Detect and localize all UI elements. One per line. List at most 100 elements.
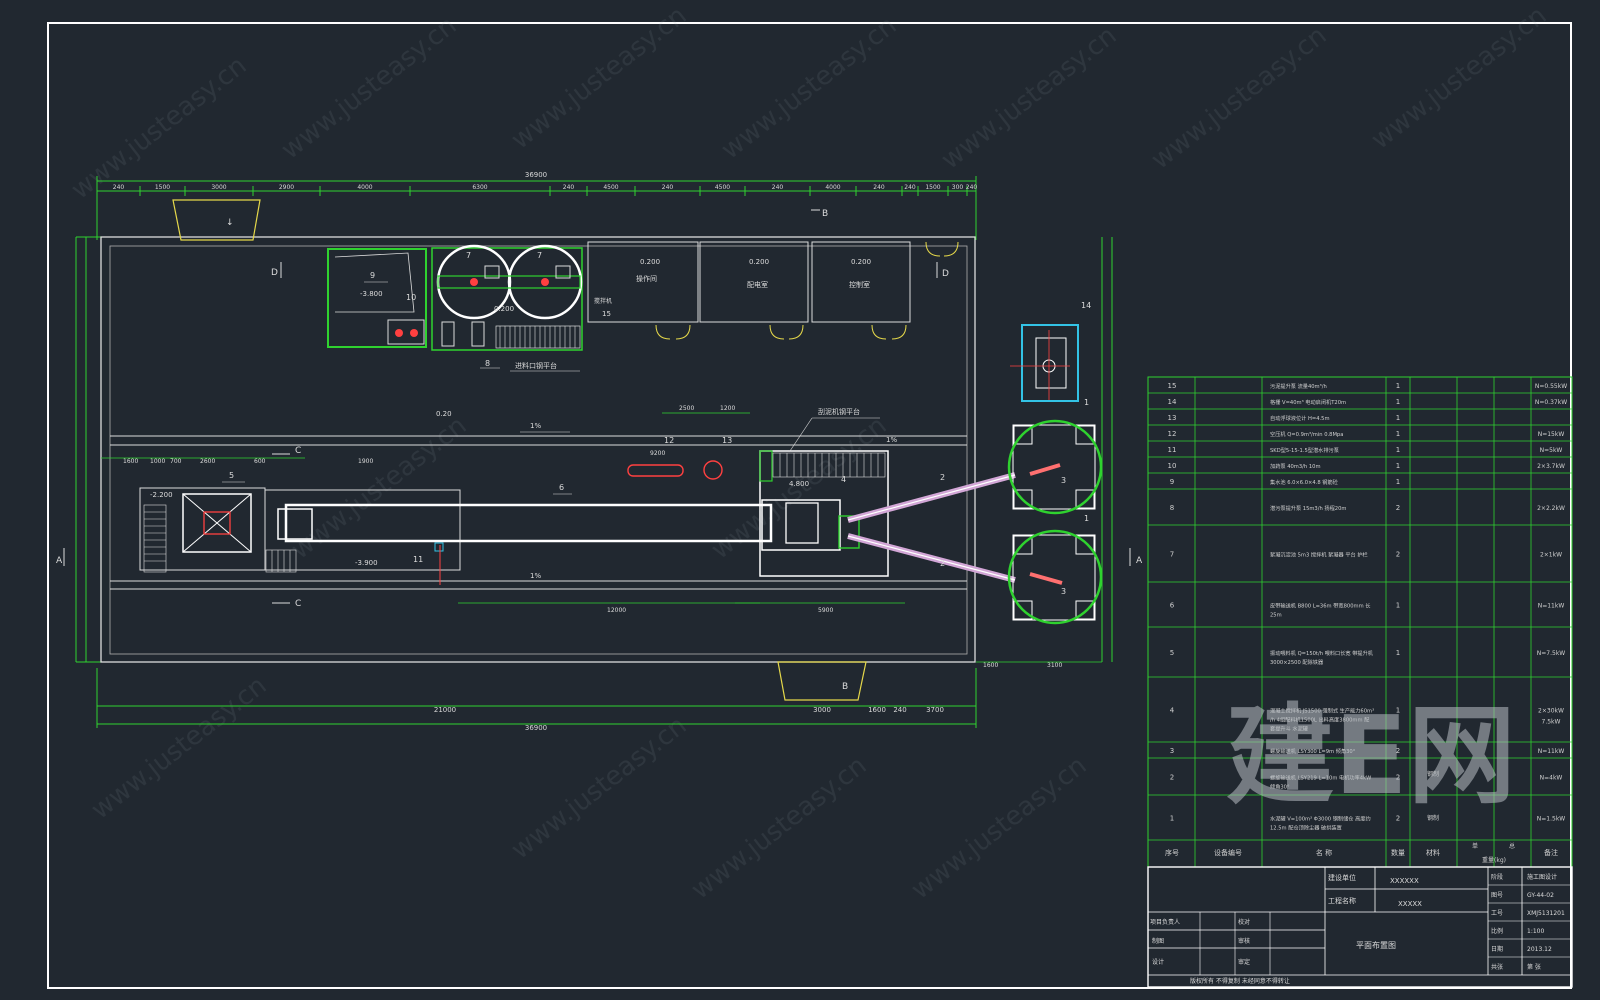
tb-value: 1:100 bbox=[1527, 928, 1544, 935]
table-header-cell: 名 称 bbox=[1316, 848, 1332, 857]
dim-2500: 2500 bbox=[679, 405, 694, 412]
section-marker-c-top: C bbox=[295, 446, 301, 456]
label-15: 15 bbox=[602, 310, 611, 318]
table-cell-qty: 1 bbox=[1396, 478, 1400, 486]
slope-2: 1% bbox=[530, 572, 541, 580]
label-7b: 7 bbox=[537, 251, 542, 260]
label-5: 5 bbox=[229, 471, 234, 480]
tb-copyright: 版权所有 不得复制 未经同意不得转让 bbox=[1190, 977, 1290, 985]
table-cell-no: 10 bbox=[1168, 462, 1177, 470]
table-cell-power: N=11kW bbox=[1538, 603, 1565, 610]
table-cell-power: 2×2.2kW bbox=[1537, 505, 1565, 512]
top-dim-label: 4000 bbox=[825, 184, 840, 191]
doors bbox=[655, 241, 959, 340]
tb-key: 比例 bbox=[1491, 927, 1503, 935]
dim-5900: 5900 bbox=[818, 607, 833, 614]
tb-signer-role-1: 制图 bbox=[1152, 937, 1164, 945]
dim-1600-right: 1600 bbox=[983, 662, 998, 669]
watermark-text: www.justeasy.cn bbox=[86, 671, 273, 826]
table-cell-no: 9 bbox=[1170, 478, 1174, 486]
label-2a: 2 bbox=[940, 473, 945, 482]
table-cell-desc-cont: 倾角30° bbox=[1270, 783, 1290, 791]
top-dim-label: 240 bbox=[966, 184, 978, 191]
collection-tank-room bbox=[327, 248, 427, 348]
bottom-loading-door bbox=[777, 661, 867, 701]
label-2b: 2 bbox=[940, 559, 945, 568]
tb-signer-role-0: 项目负责人 bbox=[1150, 918, 1180, 926]
table-cell-no: 5 bbox=[1170, 649, 1174, 657]
slope-1: 1% bbox=[530, 422, 541, 430]
section-marker-b-bottom: B bbox=[842, 682, 848, 692]
conveyor-belt-line bbox=[284, 503, 773, 543]
table-header-cell: 序号 bbox=[1165, 848, 1179, 857]
bottom-dimension-chain bbox=[96, 668, 977, 728]
top-dim-label: 4500 bbox=[715, 184, 730, 191]
top-dim-label: 3000 bbox=[211, 184, 226, 191]
tb-drawing-title: 平面布置图 bbox=[1356, 940, 1396, 950]
belt-conveyor bbox=[264, 489, 461, 571]
sheet-border bbox=[47, 22, 1572, 989]
top-loading-door bbox=[172, 199, 261, 241]
dim-3100: 3100 bbox=[1047, 662, 1062, 669]
table-cell-power: 2×3.7kW bbox=[1537, 463, 1565, 470]
label-11: 11 bbox=[413, 555, 423, 564]
tb-value: XMJ5131201 bbox=[1527, 910, 1565, 917]
dim-9200: 9200 bbox=[650, 450, 665, 457]
top-room-partitions bbox=[587, 241, 911, 323]
watermark-text: www.justeasy.cn bbox=[286, 411, 473, 566]
elev-platform: 0.200 bbox=[494, 305, 514, 313]
bottom-dim-3000: 3000 bbox=[813, 706, 831, 714]
vibrating-feeder bbox=[182, 493, 252, 553]
table-cell-power: N=11kW bbox=[1538, 748, 1565, 755]
tb-key: 共张 bbox=[1491, 963, 1503, 971]
tb-key: 阶段 bbox=[1491, 873, 1503, 881]
table-header-cell: 备注 bbox=[1544, 848, 1558, 857]
level-sensor bbox=[703, 460, 723, 480]
elev-mixer: 4.800 bbox=[789, 480, 809, 488]
label-10: 10 bbox=[406, 293, 416, 302]
section-marker-d-right: D bbox=[942, 269, 949, 279]
watermark-text: www.justeasy.cn bbox=[276, 11, 463, 166]
elev-room-2: 0.200 bbox=[749, 258, 769, 266]
table-cell-power: 7.5kW bbox=[1542, 719, 1561, 726]
table-cell-no: 3 bbox=[1170, 747, 1174, 755]
table-cell-power: N=4kW bbox=[1540, 775, 1563, 782]
table-header-weight: 重量(kg) bbox=[1482, 856, 1506, 864]
table-header-cell: 材料 bbox=[1426, 848, 1440, 857]
table-cell-qty: 2 bbox=[1396, 504, 1400, 512]
note-mixer: 搅拌机 bbox=[594, 297, 612, 305]
watermark-text: www.justeasy.cn bbox=[906, 751, 1093, 906]
label-14: 14 bbox=[1081, 301, 1091, 310]
tb-value: 第 张 bbox=[1527, 963, 1541, 971]
tb-signer-role2-1: 审核 bbox=[1238, 937, 1250, 945]
table-cell-desc: 格栅 V=40m³ 电动启闭机T20m bbox=[1270, 398, 1346, 406]
bottom-total-dimension: 36900 bbox=[525, 724, 547, 732]
table-cell-qty: 1 bbox=[1396, 382, 1400, 390]
label-6: 6 bbox=[559, 483, 564, 492]
table-cell-qty: 1 bbox=[1396, 414, 1400, 422]
left-dim-1600: 1600 bbox=[123, 458, 138, 465]
tb-value: GY-44-02 bbox=[1527, 892, 1554, 899]
table-cell-qty: 2 bbox=[1396, 815, 1400, 823]
top-dim-label: 300 bbox=[952, 184, 964, 191]
table-cell-no: 15 bbox=[1168, 382, 1177, 390]
table-cell-desc: 潜污泵提升泵 15m3/h 扬程20m bbox=[1270, 504, 1346, 512]
dosing-pump-box bbox=[387, 319, 425, 345]
note-feed-platform: 进料口钢平台 bbox=[515, 361, 557, 370]
feeder-pit bbox=[139, 487, 266, 571]
tb-proj-name-label: 工程名称 bbox=[1328, 896, 1356, 905]
table-cell-qty: 2 bbox=[1396, 774, 1400, 782]
table-cell-desc-cont: 3000×2500 配除铁器 bbox=[1270, 658, 1324, 666]
top-dim-label: 240 bbox=[563, 184, 575, 191]
table-cell-power: N=5kW bbox=[1540, 447, 1563, 454]
flocculation-platform bbox=[431, 247, 583, 351]
note-scraper-platform: 刮泥机钢平台 bbox=[818, 407, 860, 416]
cement-silo-lower bbox=[1007, 529, 1103, 625]
table-cell-desc: 混凝土搅拌机 JS1500 强制式 生产能力60m³ bbox=[1270, 707, 1374, 715]
label-4: 4 bbox=[841, 475, 846, 484]
elev-floor: 0.20 bbox=[436, 410, 452, 418]
section-marker-c-bottom: C bbox=[295, 599, 301, 609]
top-dim-label: 1500 bbox=[925, 184, 940, 191]
table-header-cell: 数量 bbox=[1391, 848, 1405, 857]
